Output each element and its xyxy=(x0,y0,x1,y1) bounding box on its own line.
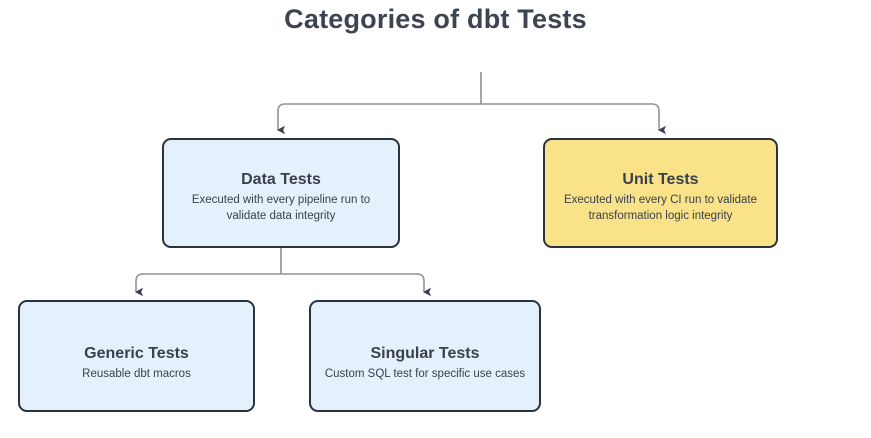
node-unit-tests[interactable]: Unit Tests Executed with every CI run to… xyxy=(543,138,778,248)
node-data-tests[interactable]: Data Tests Executed with every pipeline … xyxy=(162,138,400,248)
node-generic-tests-description: Reusable dbt macros xyxy=(82,367,191,380)
node-data-tests-description: Executed with every pipeline run to vali… xyxy=(191,194,371,222)
edge-data-tests-to-generic-tests xyxy=(134,273,281,297)
page-title: Categories of dbt Tests xyxy=(284,4,587,34)
node-singular-tests-description: Custom SQL test for specific use cases xyxy=(324,367,526,380)
node-generic-tests-title: Generic Tests xyxy=(84,344,189,362)
edge-root-to-unit-tests xyxy=(481,103,666,135)
node-data-tests-title: Data Tests xyxy=(241,170,321,188)
node-singular-tests[interactable]: Singular Tests Custom SQL test for speci… xyxy=(309,300,541,412)
edge-root-to-data-tests xyxy=(276,103,482,135)
node-generic-tests[interactable]: Generic Tests Reusable dbt macros xyxy=(18,300,255,412)
node-unit-tests-title: Unit Tests xyxy=(622,170,699,188)
node-unit-tests-description: Executed with every CI run to validate t… xyxy=(563,194,758,222)
edge-data-tests-to-singular-tests xyxy=(281,273,431,297)
node-singular-tests-title: Singular Tests xyxy=(370,344,480,362)
